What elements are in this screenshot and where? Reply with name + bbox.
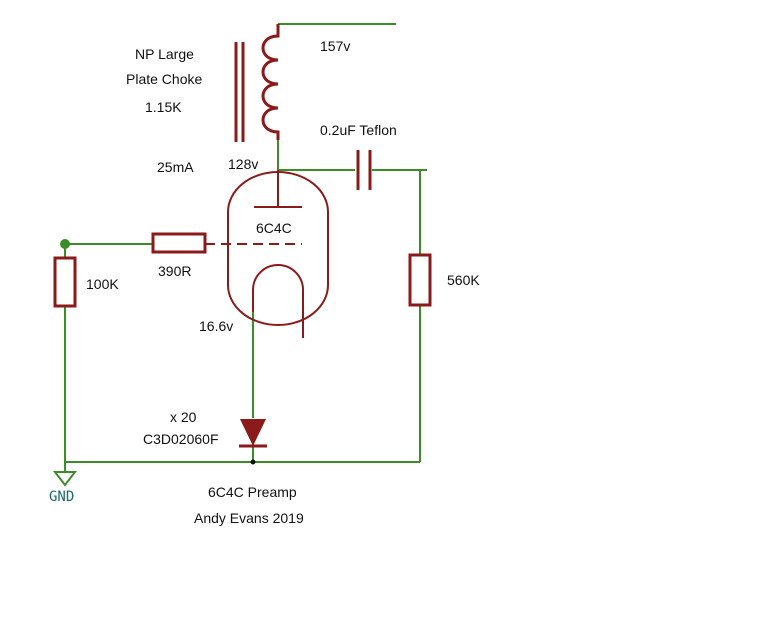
triode-tube xyxy=(205,170,329,338)
bus-junction-dot xyxy=(250,459,256,465)
diode-triangle xyxy=(240,419,266,446)
tube-envelope xyxy=(227,171,329,326)
diode-count: x 20 xyxy=(170,409,197,425)
choke-label-line2: Plate Choke xyxy=(126,71,202,87)
plate-current: 25mA xyxy=(157,159,194,175)
diode-part: C3D02060F xyxy=(143,431,219,447)
wires xyxy=(64,23,427,472)
grid-resistor xyxy=(151,232,207,254)
diagram-title: 6C4C Preamp xyxy=(208,484,297,500)
input-resistor xyxy=(53,256,77,308)
ground-icon xyxy=(52,471,78,487)
input-node-dot xyxy=(60,239,70,249)
coupling-capacitor xyxy=(356,150,372,190)
output-resistor-label: 560K xyxy=(447,272,480,288)
coupling-cap-label: 0.2uF Teflon xyxy=(320,122,397,138)
supply-voltage: 157v xyxy=(320,38,350,54)
choke-value: 1.15K xyxy=(145,99,182,115)
choke-winding xyxy=(261,24,280,140)
tube-cathode xyxy=(252,264,304,338)
diagram-author: Andy Evans 2019 xyxy=(194,510,304,526)
input-resistor-label: 100K xyxy=(86,276,119,292)
choke-label-line1: NP Large xyxy=(135,46,194,62)
plate-choke xyxy=(234,24,280,142)
ground-label: GND xyxy=(49,489,74,505)
grid-resistor-label: 390R xyxy=(158,263,191,279)
plate-voltage: 128v xyxy=(228,156,258,172)
output-resistor xyxy=(408,253,432,307)
cathode-voltage: 16.6v xyxy=(199,318,233,334)
tube-label: 6C4C xyxy=(256,220,292,236)
diode-string xyxy=(239,419,267,448)
